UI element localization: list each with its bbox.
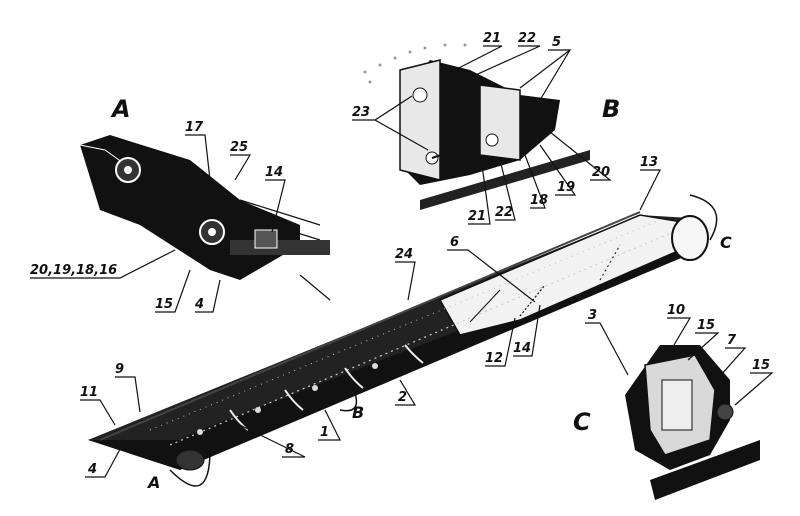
callout-14: 14 [513,341,531,356]
callout-10: 10 [667,303,685,318]
callout-4: 4 [87,462,97,477]
callout-2: 2 [398,390,407,405]
callout-17: 17 [185,120,204,135]
callout-7: 7 [727,333,737,348]
callout-24: 24 [395,247,413,262]
callout-3: 3 [588,308,597,323]
section-mark-c: C [720,233,732,252]
callout-22: 22 [495,205,513,220]
callout-5: 5 [552,35,561,50]
detail-label-a: A [110,95,131,123]
detail-a-drawing [79,135,331,301]
callout-9: 9 [115,362,124,377]
main-wing [88,211,709,471]
callout-6: 6 [450,235,459,250]
leader-lines [30,45,774,478]
callout-21: 21 [468,209,486,224]
detail-label-c: C [573,408,591,436]
callout-12: 12 [485,351,503,366]
detail-c-drawing [625,345,760,500]
detail-label-b: B [602,95,620,123]
callout-11: 11 [80,385,98,400]
callout-19: 19 [557,180,575,195]
callout-1: 1 [320,425,329,440]
callout-15: 15 [155,297,173,312]
callout-20: 20 [592,165,610,180]
section-arrows [169,194,718,487]
callout-22: 22 [518,31,536,46]
callout-18: 18 [530,193,548,208]
callout-14: 14 [265,165,283,180]
section-mark-a: A [146,473,160,492]
callout-8: 8 [285,442,294,457]
section-mark-b: B [352,403,364,422]
callout-21: 21 [483,31,501,46]
callout-20-19-18-16: 20,19,18,16 [30,263,117,278]
callout-15: 15 [697,318,715,333]
detail-b-drawing [363,43,590,210]
callout-13: 13 [640,155,658,170]
callout-15: 15 [752,358,770,373]
callout-25: 25 [230,140,248,155]
callout-4: 4 [194,297,204,312]
callout-23: 23 [352,105,370,120]
